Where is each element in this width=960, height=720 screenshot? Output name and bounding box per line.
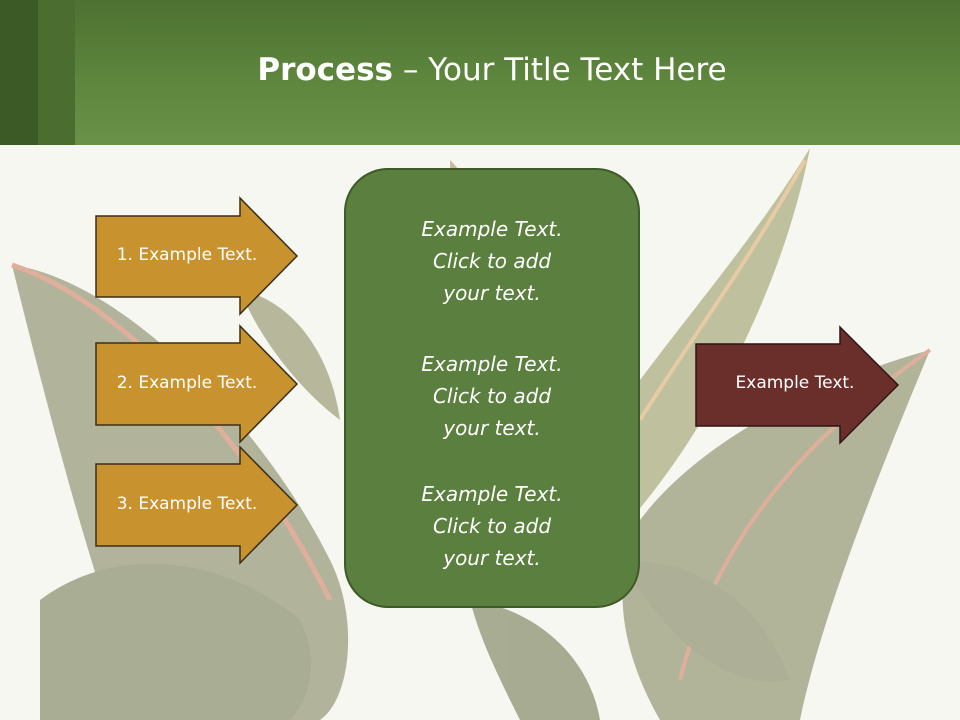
input-label-2: 2. Example Text.	[116, 373, 258, 393]
title-bar	[0, 0, 960, 145]
title-bar-accent-mid	[38, 0, 75, 145]
slide-title[interactable]: Process – Your Title Text Here	[0, 52, 960, 88]
input-arrow-1[interactable]	[95, 196, 299, 316]
center-text-line: your text.	[443, 416, 541, 440]
center-text-line: Example Text.	[421, 217, 563, 241]
center-text-line: your text.	[443, 546, 541, 570]
input-arrow-2[interactable]	[95, 324, 299, 444]
input-label-1: 1. Example Text.	[116, 245, 258, 265]
center-text-line: Click to add	[432, 384, 552, 408]
title-bar-accent-dark	[0, 0, 38, 145]
input-label-3: 3. Example Text.	[116, 494, 258, 514]
center-text-block-3[interactable]: Example Text. Click to add your text.	[344, 478, 640, 574]
center-text-line: Example Text.	[421, 482, 563, 506]
output-label: Example Text.	[735, 373, 855, 393]
center-process-box[interactable]	[344, 168, 640, 608]
output-arrow[interactable]	[695, 325, 900, 445]
center-text-line: Click to add	[432, 249, 552, 273]
center-text-line: Click to add	[432, 514, 552, 538]
center-text-line: your text.	[443, 281, 541, 305]
center-text-block-2[interactable]: Example Text. Click to add your text.	[344, 348, 640, 444]
title-rest: – Your Title Text Here	[393, 52, 727, 88]
center-text-block-1[interactable]: Example Text. Click to add your text.	[344, 213, 640, 309]
center-text-line: Example Text.	[421, 352, 563, 376]
input-arrow-3[interactable]	[95, 445, 299, 565]
title-bold: Process	[257, 52, 393, 88]
